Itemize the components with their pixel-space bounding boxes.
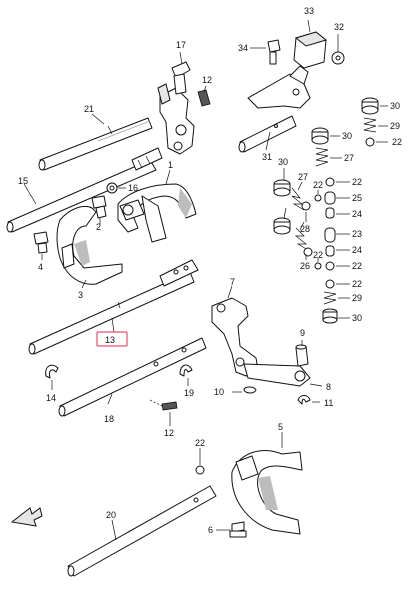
callout-20: 20	[106, 510, 116, 520]
shaft-21[interactable]	[38, 117, 153, 171]
detent-28[interactable]	[301, 201, 311, 211]
callout-22e: 22	[352, 261, 362, 271]
washer-10[interactable]	[243, 386, 257, 394]
callout-22g: 22	[195, 438, 205, 448]
selector-housing-33[interactable]	[247, 31, 328, 109]
callout-12b: 12	[164, 428, 174, 438]
callout-6: 6	[208, 525, 213, 535]
ball-22-lower[interactable]	[195, 465, 205, 475]
callout-23: 23	[352, 229, 362, 239]
pin-12-upper[interactable]	[197, 89, 211, 107]
front-arrow-icon	[10, 507, 43, 527]
bolt-34[interactable]	[267, 39, 281, 65]
callout-12a: 12	[202, 75, 212, 85]
spring-27-mid[interactable]	[291, 187, 305, 211]
circlip-14[interactable]	[45, 364, 59, 379]
pin-24-upper[interactable]	[325, 207, 335, 219]
ball-22-b[interactable]	[314, 194, 322, 202]
callout-15: 15	[18, 176, 28, 186]
plug-30-mid[interactable]	[273, 179, 291, 197]
plug-30-upper[interactable]	[311, 127, 329, 145]
link-8[interactable]	[243, 363, 311, 387]
bolt-2[interactable]	[91, 195, 107, 219]
plug-30-lower[interactable]	[273, 217, 291, 235]
shift-fork-3[interactable]	[56, 206, 123, 285]
callout-13: 13	[105, 335, 115, 345]
callout-24a: 24	[352, 209, 362, 219]
callout-24b: 24	[352, 245, 362, 255]
washer-16[interactable]	[106, 182, 118, 194]
callout-5: 5	[278, 422, 283, 432]
callout-30b: 30	[342, 131, 352, 141]
callout-31: 31	[262, 152, 272, 162]
callout-19: 19	[184, 388, 194, 398]
callout-26: 26	[300, 261, 310, 271]
shaft-18[interactable]	[58, 337, 207, 417]
callout-21: 21	[84, 104, 94, 114]
callout-17: 17	[176, 40, 186, 50]
shift-fork-5[interactable]	[231, 450, 303, 535]
plug-30-top[interactable]	[361, 97, 379, 115]
shaft-31[interactable]	[238, 115, 297, 153]
bolt-32[interactable]	[331, 51, 345, 65]
highlight-box-13	[96, 331, 128, 347]
pin-9[interactable]	[295, 344, 309, 367]
plug-30-bottom[interactable]	[322, 308, 338, 324]
callout-10: 10	[214, 387, 224, 397]
callout-16: 16	[128, 183, 138, 193]
callout-8: 8	[326, 382, 331, 392]
callout-25: 25	[352, 193, 362, 203]
ball-22-c[interactable]	[325, 177, 335, 187]
shaft-15[interactable]	[6, 147, 163, 233]
callout-14: 14	[46, 393, 56, 403]
spring-27-upper[interactable]	[315, 147, 329, 167]
circlip-11[interactable]	[297, 395, 311, 405]
callout-32: 32	[334, 22, 344, 32]
shaft-13[interactable]	[28, 259, 199, 355]
callout-30d: 30	[352, 313, 362, 323]
callout-27a: 27	[344, 153, 354, 163]
ball-22-d[interactable]	[314, 262, 322, 270]
bolt-6[interactable]	[229, 521, 247, 538]
ball-22-f[interactable]	[325, 279, 335, 289]
callout-30c: 30	[278, 157, 288, 167]
detent-26[interactable]	[303, 247, 313, 257]
ball-22-e[interactable]	[325, 261, 335, 271]
callout-3: 3	[78, 290, 83, 300]
callout-2: 2	[96, 222, 101, 232]
callout-30a: 30	[390, 101, 400, 111]
pin-25[interactable]	[324, 191, 336, 205]
pin-12-lower[interactable]	[161, 401, 178, 411]
callout-34: 34	[238, 43, 248, 53]
callout-1: 1	[168, 160, 173, 170]
callout-11: 11	[324, 398, 333, 408]
callout-29a: 29	[390, 121, 400, 131]
callout-22f: 22	[352, 279, 362, 289]
callout-18: 18	[104, 414, 114, 424]
pin-24-lower[interactable]	[325, 245, 335, 257]
callout-4: 4	[38, 262, 43, 272]
callout-22c: 22	[352, 177, 362, 187]
callout-29b: 29	[352, 293, 362, 303]
shift-arm-17[interactable]	[157, 61, 195, 155]
pin-23[interactable]	[324, 227, 336, 243]
shaft-20[interactable]	[67, 485, 217, 577]
callout-27b: 27	[298, 172, 308, 182]
ball-22-top[interactable]	[365, 137, 375, 147]
callout-28: 28	[300, 224, 310, 234]
spring-27-lower[interactable]	[295, 227, 309, 251]
callout-33: 33	[304, 6, 314, 16]
callout-22d: 22	[313, 250, 323, 260]
shift-fork-1[interactable]	[117, 183, 197, 243]
callout-9: 9	[300, 328, 305, 338]
callout-22a: 22	[392, 137, 402, 147]
callout-7: 7	[230, 277, 235, 287]
spring-29-top[interactable]	[363, 117, 377, 133]
bolt-4[interactable]	[33, 231, 49, 254]
callout-22b: 22	[313, 180, 323, 190]
spring-29-lower[interactable]	[323, 291, 337, 305]
circlip-19[interactable]	[179, 364, 193, 377]
